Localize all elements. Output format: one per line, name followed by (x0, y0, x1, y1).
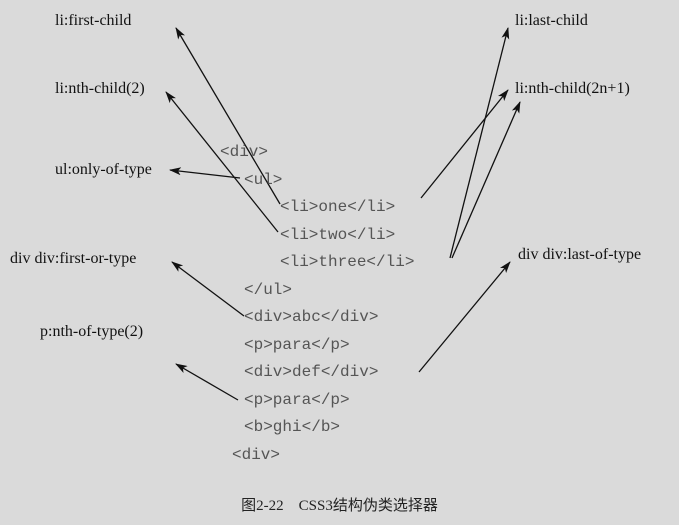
code-line: <ul> (244, 171, 283, 189)
code-line: <b>ghi</b> (244, 418, 341, 436)
code-line: <div>def</div> (244, 363, 379, 381)
arrow-one-nth-child-2n1 (420, 89, 509, 199)
label-nth-child-2n1: li:nth-child(2n+1) (515, 80, 630, 97)
arrow-three-last-child (449, 27, 510, 259)
label-last-of-type: div div:last-of-type (518, 246, 642, 263)
code-line: </ul> (244, 281, 293, 299)
code-line: <div> (220, 143, 269, 161)
code-line: <li>three</li> (280, 253, 415, 271)
arrow-three-nth-child-2n1 (451, 101, 521, 259)
code-line: <p>para</p> (244, 336, 350, 354)
code-line: <p>para</p> (244, 391, 350, 409)
label-last-child: li:last-child (515, 12, 588, 29)
code-line: <div> (232, 446, 281, 464)
code-line: <li>two</li> (280, 226, 396, 244)
label-first-of-type: div div:first-or-type (10, 250, 137, 267)
figure-caption: 图2-22 CSS3结构伪类选择器 (241, 498, 438, 514)
code-line: <li>one</li> (280, 198, 396, 216)
label-nth-child-2: li:nth-child(2) (55, 80, 145, 97)
arrow-nth-child-2 (165, 91, 279, 233)
arrow-last-of-type (418, 261, 511, 373)
arrow-only-of-type (169, 167, 241, 179)
code-line: <div>abc</div> (244, 308, 379, 326)
arrow-first-child (175, 27, 281, 205)
arrow-first-of-type (171, 261, 245, 317)
arrow-nth-of-type-2 (175, 363, 239, 401)
label-only-of-type: ul:only-of-type (55, 161, 152, 178)
label-nth-of-type-2: p:nth-of-type(2) (40, 323, 144, 340)
label-first-child: li:first-child (55, 12, 132, 29)
